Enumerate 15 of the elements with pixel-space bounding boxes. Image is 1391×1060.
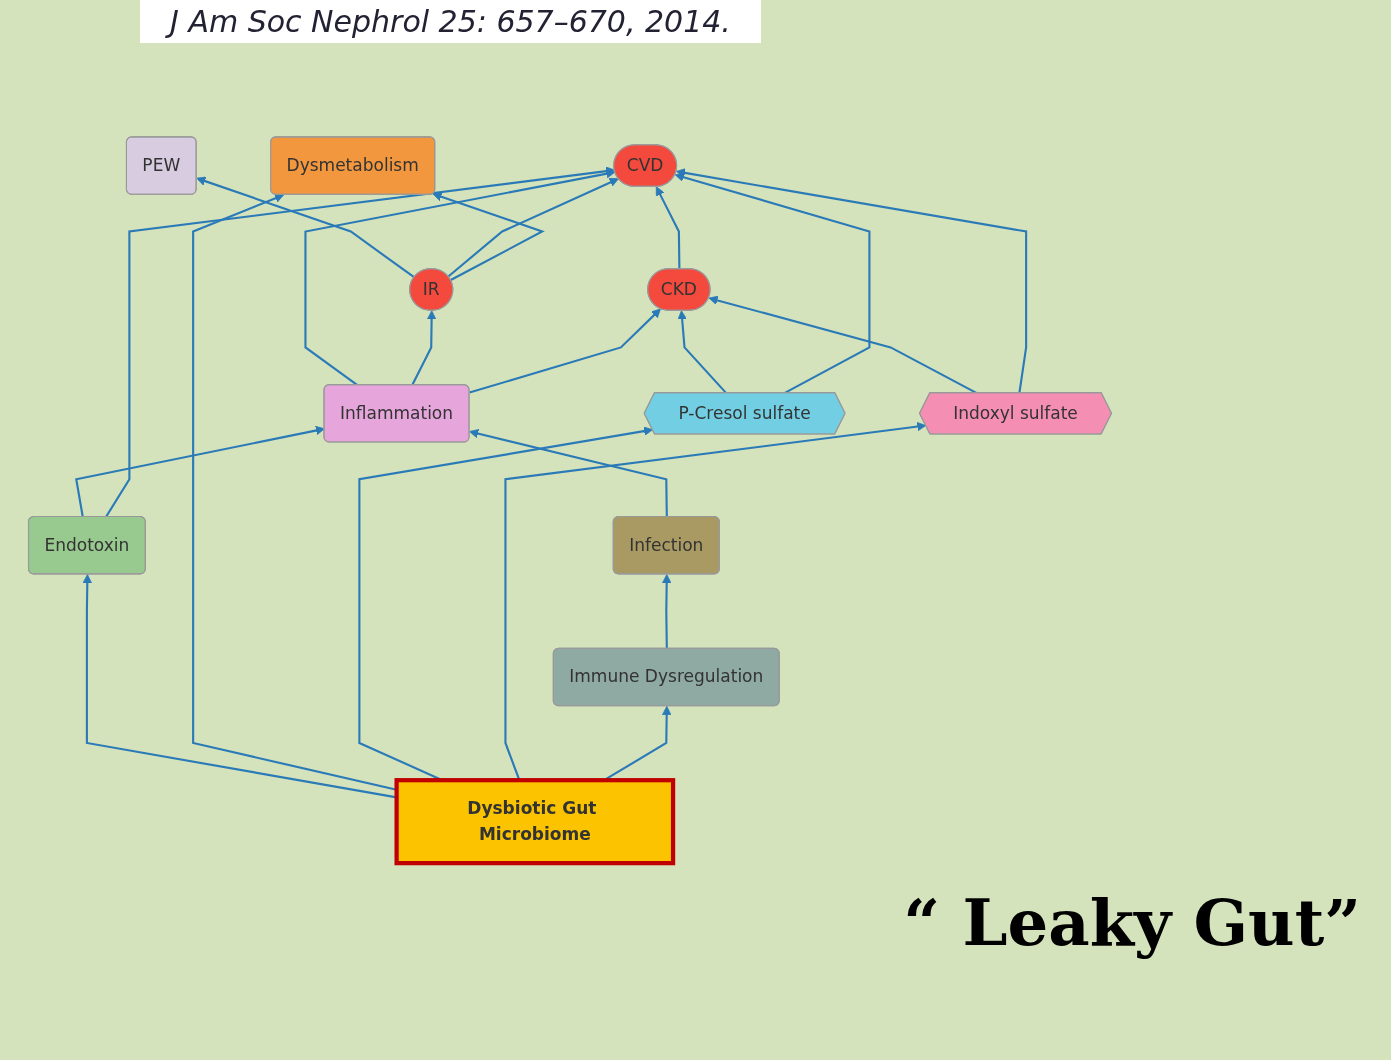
arrow — [469, 308, 661, 394]
arrow — [676, 168, 1028, 394]
arrow — [432, 192, 545, 281]
arrow — [75, 425, 325, 518]
arrow — [469, 429, 668, 518]
arrow — [655, 186, 681, 270]
arrow — [411, 310, 437, 386]
arrow — [196, 176, 415, 279]
arrow — [105, 166, 616, 518]
callout-text: “ Leaky Gut” — [903, 885, 1361, 960]
arrow — [447, 177, 619, 278]
citation-text: J Am Soc Nephrol 25: 657–670, 2014. — [140, 0, 761, 43]
arrow — [677, 310, 728, 394]
node-box: Dysbiotic Gut Microbiome — [394, 778, 676, 866]
arrow — [662, 574, 672, 649]
